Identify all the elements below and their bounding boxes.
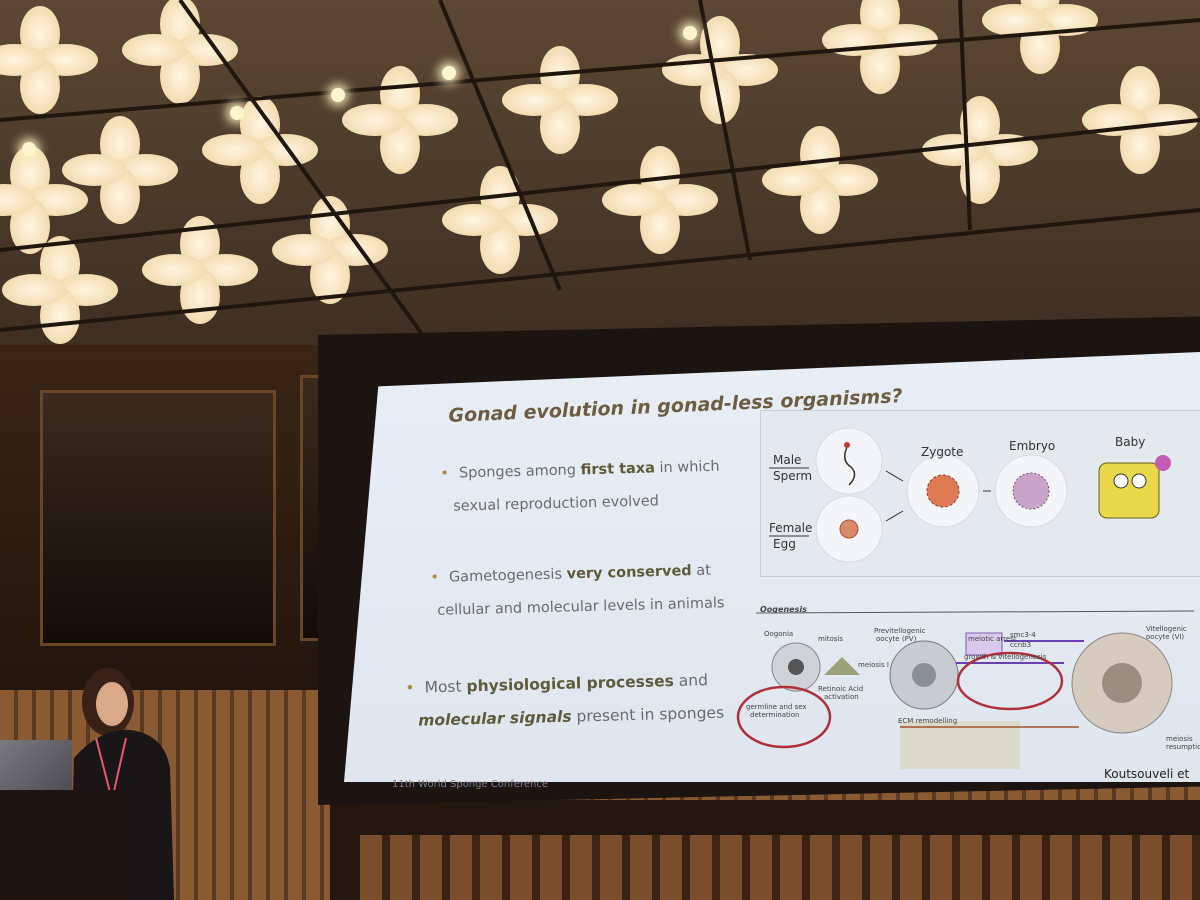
ceiling-light-petal bbox=[762, 164, 826, 196]
bullet-dot: • bbox=[405, 678, 415, 697]
ceiling-light-petal bbox=[502, 84, 566, 116]
label-meiosis: meiosis I bbox=[858, 661, 889, 669]
label-previtellogenic: Previtellogenic bbox=[874, 627, 926, 635]
bullet-dot: • bbox=[440, 465, 450, 482]
ceiling bbox=[0, 0, 1200, 345]
label-previtellogenic-2: oocyte (PV) bbox=[876, 635, 917, 643]
window bbox=[40, 390, 276, 646]
label-germline: germline and sex bbox=[746, 703, 807, 711]
ceiling-light-petal bbox=[0, 44, 46, 76]
ceiling-light-petal bbox=[272, 234, 336, 266]
label-meiosis-resume: meiosis bbox=[1166, 735, 1193, 743]
label-baby: Baby bbox=[1115, 435, 1146, 449]
label-oogonia: Oogonia bbox=[764, 630, 794, 638]
spotlight bbox=[331, 88, 345, 102]
label-ecm: ECM remodelling bbox=[898, 717, 958, 725]
bullet-2: •Gametogenesis very conserved at cellula… bbox=[430, 562, 725, 619]
label-vitellogenic-2: oocyte (VI) bbox=[1146, 633, 1185, 641]
label-egg: Egg bbox=[773, 537, 796, 551]
label-meiosis-resume-2: resumption bbox=[1166, 743, 1200, 751]
ceiling-pattern bbox=[0, 0, 1200, 345]
label-retinoic: Retinoic Acid bbox=[818, 685, 864, 693]
label-determination: determination bbox=[750, 711, 800, 719]
label-vitellogenic: Vitellogenic bbox=[1146, 625, 1187, 633]
label-embryo: Embryo bbox=[1009, 439, 1056, 453]
label-growth: growth & vitellogenesis bbox=[964, 653, 1047, 661]
bullet-dot: • bbox=[430, 569, 440, 586]
ceiling-light-petal bbox=[202, 134, 266, 166]
oogenesis-diagram bbox=[736, 610, 1195, 769]
footer-conference: 11th World Sponge Conference bbox=[392, 779, 548, 790]
reproduction-diagram bbox=[769, 427, 1171, 563]
label-ccnb: ccnb3 bbox=[1010, 641, 1032, 649]
label-mitosis: mitosis bbox=[818, 635, 844, 643]
oogenesis-figure: Oogenesis Oogonia mitosis Previtellogeni… bbox=[734, 605, 1200, 775]
spotlight bbox=[442, 66, 456, 80]
bullet-1: •Sponges among first taxa in which sexua… bbox=[440, 458, 720, 515]
wood-slats bbox=[360, 835, 1200, 900]
bullet-3: •Most physiological processes and molecu… bbox=[405, 671, 725, 730]
label-sperm: Sperm bbox=[773, 469, 813, 483]
spotlight bbox=[230, 106, 244, 120]
spotlight bbox=[683, 26, 697, 40]
ceiling-light-petal bbox=[982, 4, 1046, 36]
laptop bbox=[0, 740, 72, 795]
ceiling-light-petal bbox=[342, 104, 406, 136]
reproduction-figure: Male Sperm Female Egg Zygote Embryo Baby bbox=[760, 410, 1200, 577]
footer-citation: Koutsouveli et bbox=[1104, 767, 1190, 781]
label-male: Male bbox=[773, 453, 802, 467]
ceiling-light-petal bbox=[122, 34, 186, 66]
oogenesis-heading: Oogenesis bbox=[760, 605, 807, 614]
ceiling-light-petal bbox=[2, 274, 66, 306]
ceiling-light-petal bbox=[0, 184, 36, 216]
label-activation: activation bbox=[824, 693, 859, 701]
label-meiotic-arrest: meiotic arrest bbox=[968, 635, 1017, 643]
ceiling-light-petal bbox=[442, 204, 506, 236]
label-smc: smc3-4 bbox=[1010, 631, 1036, 639]
spotlight bbox=[22, 142, 36, 156]
ceiling-light-petal bbox=[142, 254, 206, 286]
label-zygote: Zygote bbox=[921, 445, 964, 459]
ceiling-light-petal bbox=[922, 134, 986, 166]
ceiling-light-petal bbox=[62, 154, 126, 186]
ceiling-light-petal bbox=[602, 184, 666, 216]
label-female: Female bbox=[769, 521, 813, 535]
lectern bbox=[0, 790, 130, 900]
